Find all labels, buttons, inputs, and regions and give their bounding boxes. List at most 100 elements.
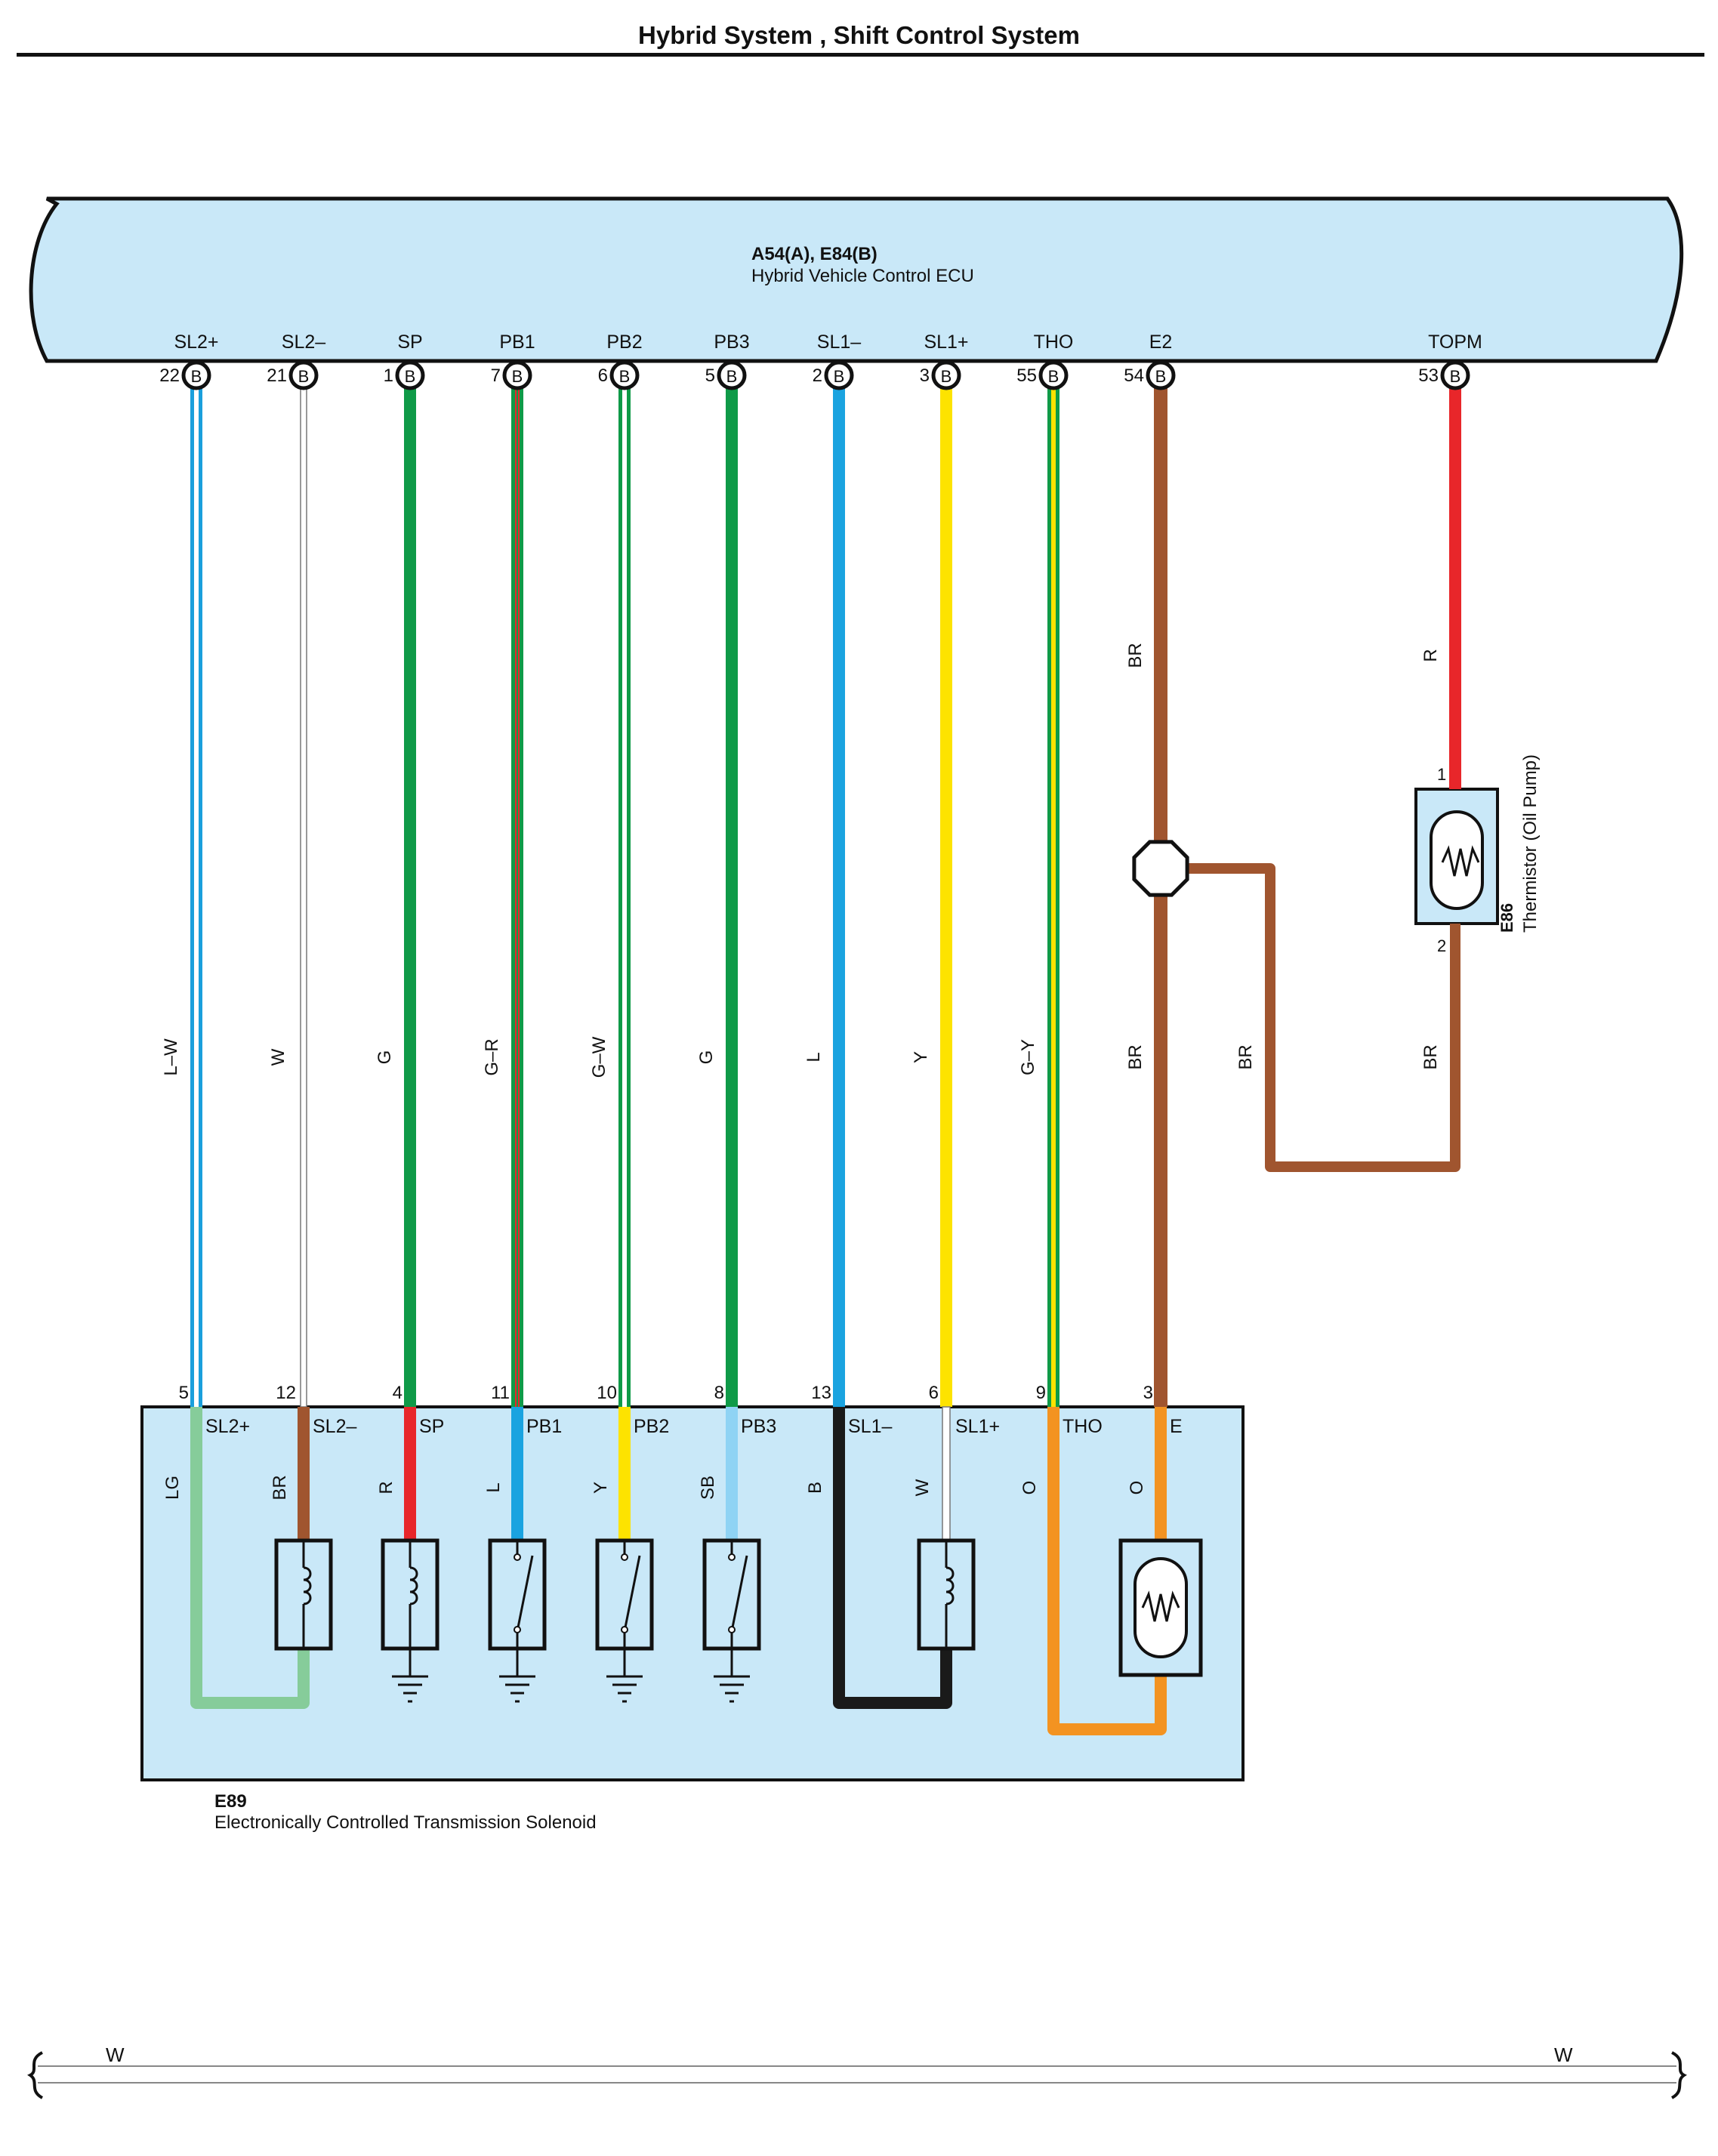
ecu-pin-conn-5: B (726, 367, 738, 386)
solenoid-switch-blade-icon-2 (730, 1555, 748, 1632)
solenoid-pin-label-4: PB2 (634, 1416, 669, 1437)
wire-3-stripe-core (517, 387, 518, 1407)
ecu-pin-label-10: TOPM (1428, 332, 1482, 353)
wire-4-stripe (622, 387, 627, 1407)
inner-wire-br (298, 1407, 310, 1541)
ecu-pin-number-2: 1 (384, 366, 393, 386)
wire-e2-lower-code-group: BR (1125, 1044, 1146, 1069)
ecu-pin-number-6: 2 (813, 366, 822, 386)
wire-7-code-group: Y (911, 1051, 931, 1063)
ecu-pin-connector-icon-8 (1038, 360, 1069, 390)
ecu-pin-label-7: SL1+ (924, 332, 968, 353)
wire-e2-branch-code: BR (1235, 1044, 1256, 1069)
thermistor-name-label: Thermistor (Oil Pump) (1520, 754, 1541, 933)
ecu-pin-conn-4: B (619, 367, 631, 386)
solenoid-connector-label: E89 (214, 1791, 247, 1812)
solenoid-pin-label-5: PB3 (741, 1416, 776, 1437)
thermistor-oil-pump-body (1430, 810, 1484, 910)
thermistor-connector-label: E86 (1497, 903, 1516, 933)
wire-6-code-group: L (803, 1052, 824, 1062)
solenoid-inner-code-6-group: B (805, 1482, 825, 1494)
ecu-pin-connector-icon-6 (824, 360, 854, 390)
solenoid-inner-code-1: BR (270, 1475, 290, 1500)
wire-2-body (404, 387, 416, 1407)
solenoid-pin-number-9: 3 (1143, 1383, 1153, 1403)
title-rule (17, 53, 1704, 57)
solenoid-switch-blade-icon-0 (516, 1555, 534, 1632)
ecu-pin-connector-icon-3 (502, 360, 532, 390)
ecu-pin-label-4: PB2 (606, 332, 642, 353)
wire-0-code-group: L–W (161, 1038, 181, 1076)
ecu-pin-label-0: SL2+ (174, 332, 218, 353)
solenoid-inner-code-5: SB (698, 1476, 718, 1500)
ecu-pin-conn-9: B (1155, 367, 1167, 386)
solenoid-inner-code-6: B (805, 1482, 825, 1494)
solenoid-pin-label-8: THO (1063, 1416, 1103, 1437)
ecu-pin-number-10: 53 (1418, 366, 1439, 386)
wire-6-code: L (803, 1052, 824, 1062)
solenoid-name-label: Electronically Controlled Transmission S… (214, 1812, 597, 1833)
footer-right-brace (1670, 2051, 1687, 2099)
wire-5-code: G (696, 1050, 717, 1065)
solenoid-inner-code-8: O (1019, 1481, 1040, 1495)
solenoid-pin-number-2: 4 (393, 1383, 403, 1403)
wire-0-code: L–W (161, 1038, 181, 1076)
solenoid-inner-code-5-group: SB (698, 1476, 718, 1500)
solenoid-pin-number-8: 9 (1036, 1383, 1046, 1403)
solenoid-pin-number-0: 5 (179, 1383, 189, 1403)
ecu-pin-connector-icon-10 (1440, 360, 1470, 390)
ecu-pin-number-3: 7 (491, 366, 501, 386)
ecu-pin-conn-7: B (941, 367, 952, 386)
wire-7-body (940, 387, 952, 1407)
inner-wire-b-loop (833, 1407, 952, 1709)
solenoid-pin-label-2: SP (419, 1416, 444, 1437)
solenoid-inner-code-1-group: BR (270, 1475, 290, 1500)
page-title: Hybrid System , Shift Control System (638, 21, 1080, 49)
wire-3-code: G–R (482, 1038, 502, 1075)
solenoid-switch-blade-icon-1 (623, 1555, 641, 1632)
wire-8-stripe (1051, 387, 1056, 1407)
ecu-pin-conn-0: B (191, 367, 202, 386)
ecu-pin-connector-icon-4 (609, 360, 640, 390)
ecu-pin-conn-3: B (512, 367, 523, 386)
inner-wire-l (511, 1407, 523, 1541)
wire-topm-code: R (1420, 649, 1441, 662)
solenoid-pin-label-6: SL1– (848, 1416, 892, 1437)
ecu-pin-number-9: 54 (1124, 366, 1144, 386)
solenoid-pin-number-6: 13 (811, 1383, 831, 1403)
ecu-pin-conn-8: B (1048, 367, 1059, 386)
solenoid-pin-label-7: SL1+ (955, 1416, 1000, 1437)
ecu-pin-number-8: 55 (1016, 366, 1037, 386)
footer-left-wire-code: W (106, 2043, 125, 2066)
solenoid-inner-code-4-group: Y (591, 1482, 611, 1494)
solenoid-pin-number-4: 10 (597, 1383, 617, 1403)
wire-0-stripe (194, 387, 199, 1407)
solenoid-switch-contact-top-1 (621, 1553, 628, 1561)
thermistor-pin-bottom: 2 (1437, 936, 1446, 955)
ecu-pin-label-1: SL2– (282, 332, 325, 353)
wire-5-code-group: G (696, 1050, 717, 1065)
inner-wire-w (942, 1406, 951, 1541)
ecu-pin-connector-icon-2 (395, 360, 425, 390)
thermistor-pin-top: 1 (1437, 765, 1446, 784)
ecu-pin-connector-icon-9 (1146, 360, 1176, 390)
wire-e2-return-code-group: BR (1420, 1044, 1441, 1069)
solenoid-inner-code-3-group: L (483, 1482, 504, 1492)
ecu-pin-number-7: 3 (920, 366, 930, 386)
solenoid-switch-contact-top-0 (514, 1553, 521, 1561)
inner-wire-o-loop (1047, 1407, 1167, 1735)
solenoid-inner-code-9: O (1127, 1481, 1147, 1495)
wire-4-code-group: G–W (589, 1036, 609, 1078)
solenoid-pin-label-0: SL2+ (205, 1416, 250, 1437)
ecu-name-label: Hybrid Vehicle Control ECU (751, 266, 974, 286)
wire-7-code: Y (911, 1051, 931, 1063)
wire-10-body (1449, 387, 1461, 789)
solenoid-inner-code-9-group: O (1127, 1481, 1147, 1495)
ecu-pin-label-9: E2 (1149, 332, 1173, 353)
ecu-pin-connector-icon-7 (931, 360, 961, 390)
ecu-pin-label-2: SP (397, 332, 422, 353)
wire-1-code-group: W (268, 1048, 288, 1066)
solenoid-pin-number-1: 12 (276, 1383, 296, 1403)
